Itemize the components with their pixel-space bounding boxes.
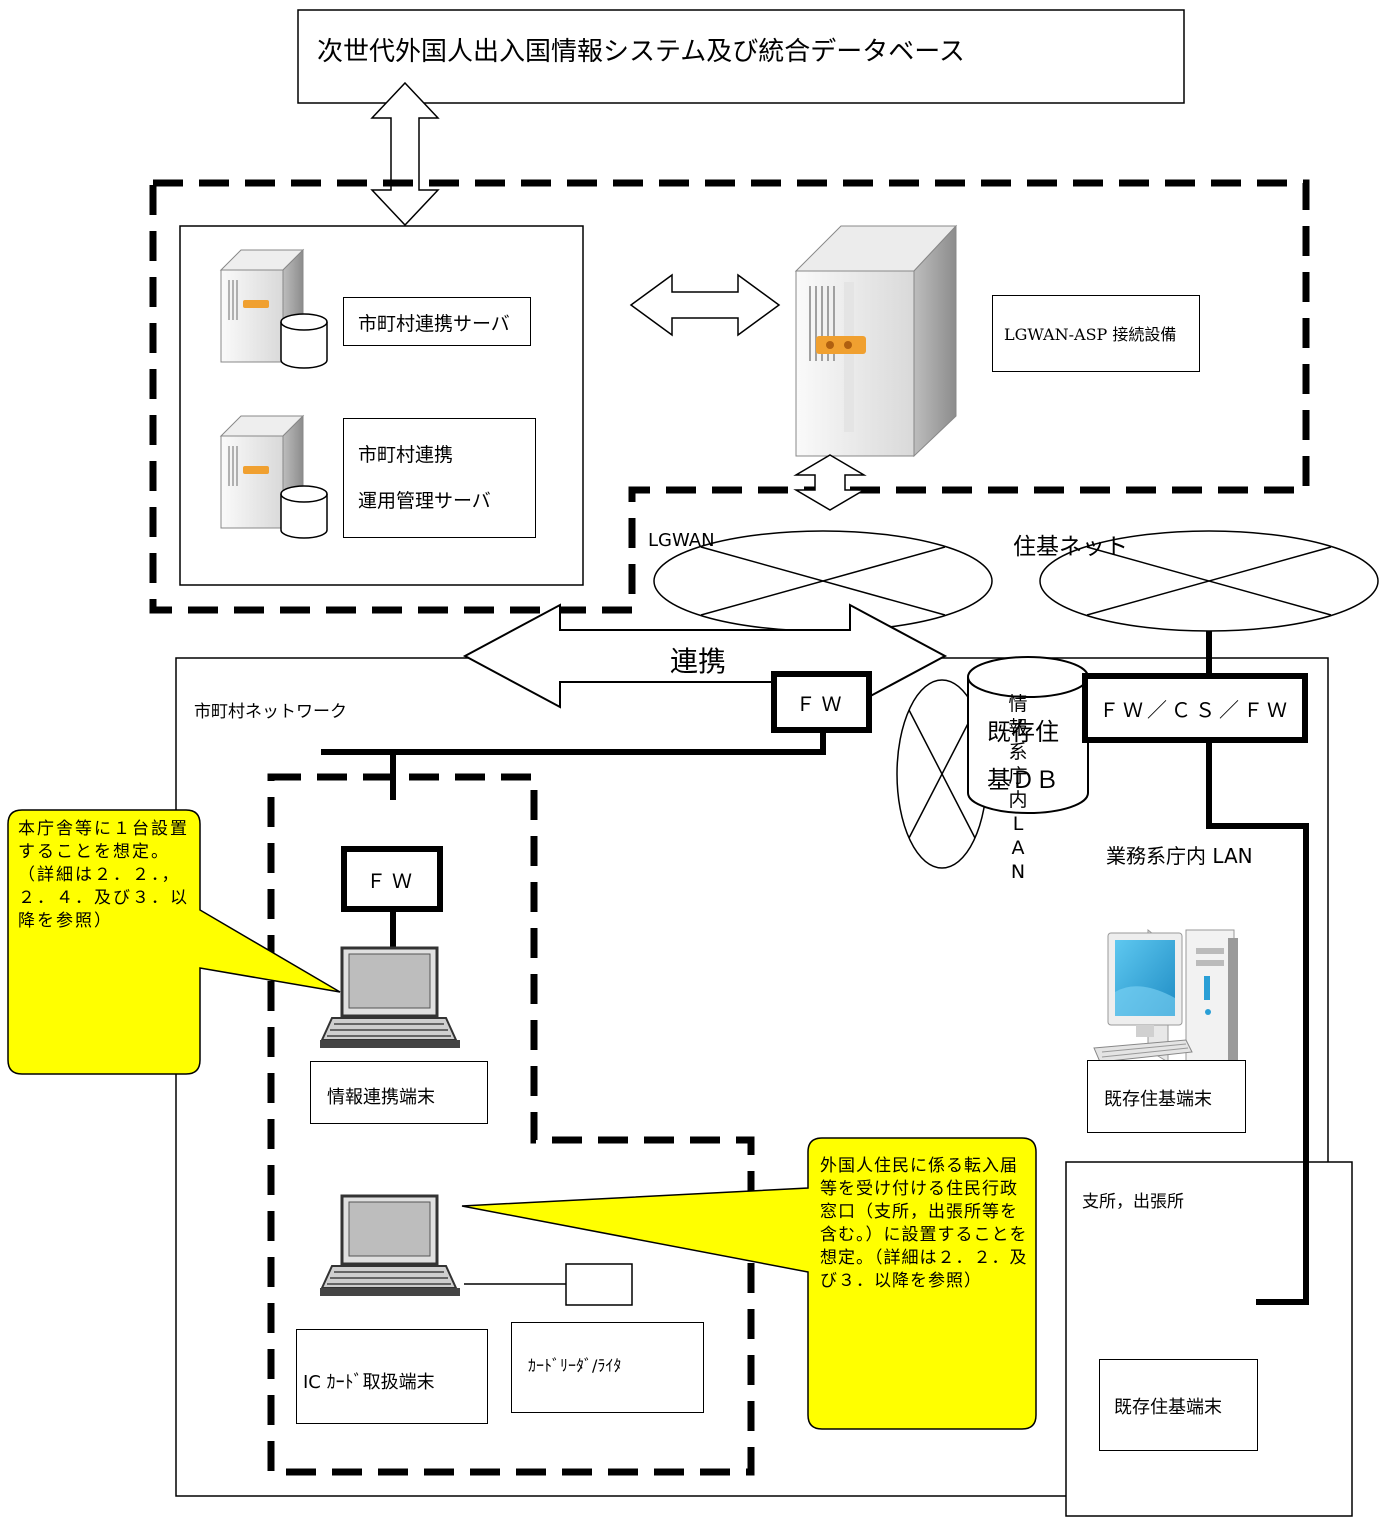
lgwan-asp-label: LGWAN-ASP 接続設備 (1004, 325, 1177, 344)
existing-terminal-main-box (1087, 1060, 1246, 1133)
existing-db-label-line1: 既存住 (987, 718, 1059, 746)
business-lan-label: 業務系庁内 LAN (1106, 844, 1253, 868)
branch-office-box (1065, 1161, 1353, 1517)
info-coop-terminal-label: 情報連携端末 (327, 1087, 435, 1108)
ic-card-terminal-label: IC ｶｰﾄﾞ取扱端末 (303, 1372, 435, 1393)
database-icon (280, 313, 328, 369)
lgwan-label: LGWAN (648, 530, 715, 551)
existing-juki-db-icon (967, 656, 1089, 814)
existing-terminal-branch-label: 既存住基端末 (1114, 1397, 1222, 1418)
top-system-box (297, 9, 1185, 104)
link-label: 連携 (670, 645, 727, 678)
dashed-region-servers (149, 179, 1310, 614)
lgwan-network-symbol (653, 530, 993, 632)
double-arrow-vertical-top (370, 81, 440, 227)
double-arrow-vertical-lgwan (793, 454, 867, 511)
server-icon (219, 414, 305, 530)
ic-card-terminal-box (296, 1329, 488, 1424)
callout-bubble-right (461, 1137, 1037, 1430)
coop-server-label-box (343, 297, 531, 346)
fw-box-lgwan: ＦＷ (771, 671, 872, 733)
ops-server-label-line2: 運用管理サーバ (358, 490, 491, 512)
card-rw-box (511, 1322, 704, 1413)
lgwan-asp-server-icon (794, 224, 958, 458)
existing-db-label-line2: 基ＤＢ (987, 766, 1059, 794)
info-coop-laptop-icon (320, 946, 460, 1048)
top-system-title: 次世代外国人出入国情報システム及び統合データベース (317, 37, 965, 67)
callout-left-text: 本庁舎等に１台設置することを想定。（詳細は２．２．，２．４．及び３．以降を参照） (18, 819, 189, 931)
municipal-network-label: 市町村ネットワーク (194, 702, 347, 722)
dashed-region-terminals (267, 773, 755, 1476)
desktop-pc-icon (1093, 928, 1238, 1079)
ops-server-label-box (343, 418, 536, 538)
database-icon (280, 485, 328, 539)
existing-terminal-branch-box (1099, 1359, 1258, 1451)
fw-box-terminal: ＦＷ (341, 846, 443, 912)
info-coop-terminal-box (310, 1061, 488, 1124)
ic-card-laptop-icon (320, 1194, 460, 1296)
card-reader-device (565, 1263, 633, 1306)
double-arrow-horizontal (629, 273, 781, 337)
card-rw-label: ｶｰﾄﾞﾘｰﾀﾞ/ﾗｲﾀ (528, 1356, 622, 1375)
coop-server-label: 市町村連携サーバ (358, 313, 510, 335)
callout-bubble-left (7, 809, 341, 1075)
existing-terminal-main-label: 既存住基端末 (1104, 1089, 1212, 1110)
callout-right-text: 外国人住民に係る転入届等を受け付ける住民行政窓口（支所，出張所等を含む。）に設置… (820, 1156, 1028, 1291)
ops-server-label-line1: 市町村連携 (358, 444, 454, 466)
juki-net-network-symbol (1039, 530, 1379, 632)
lgwan-asp-label-box (992, 295, 1200, 372)
info-lan-label: 情報系庁内LAN (1008, 693, 1028, 883)
info-lan-network-symbol (896, 679, 988, 869)
fw-cs-fw-box: ＦＷ／ＣＳ／ＦＷ (1082, 673, 1308, 743)
branch-office-label: 支所，出張所 (1082, 1192, 1184, 1212)
juki-net-label: 住基ネット (1013, 534, 1128, 560)
